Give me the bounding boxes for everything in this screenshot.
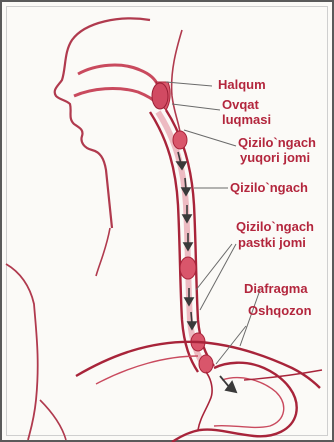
label-halqum: Halqum bbox=[218, 78, 266, 92]
label-upper-sphincter-2: yuqori jomi bbox=[240, 151, 310, 165]
body-side bbox=[96, 228, 110, 276]
bolus-entry bbox=[199, 355, 213, 373]
stomach-inner bbox=[214, 378, 284, 428]
nasal-cavity bbox=[78, 65, 158, 86]
bolus-upper bbox=[173, 131, 187, 149]
food-bolus bbox=[152, 83, 168, 109]
stomach-outline bbox=[172, 363, 297, 442]
label-upper-sphincter-1: Qizilo`ngach bbox=[238, 136, 316, 150]
label-ovqat: Ovqat bbox=[222, 98, 259, 112]
stomach-fold bbox=[198, 372, 212, 430]
label-luqmasi: luqmasi bbox=[222, 113, 271, 127]
diaphragm-inner bbox=[96, 356, 198, 384]
head-outline bbox=[55, 18, 150, 228]
label-diafragma: Diafragma bbox=[244, 282, 308, 296]
neck-outline bbox=[172, 30, 182, 132]
shoulder-outline bbox=[6, 264, 38, 440]
bolus-middle bbox=[180, 257, 196, 279]
label-oshqozon: Oshqozon bbox=[248, 304, 312, 318]
label-lower-sphincter-1: Qizilo`ngach bbox=[236, 220, 314, 234]
mouth-cavity bbox=[74, 89, 158, 104]
label-esophagus: Qizilo`ngach bbox=[230, 181, 308, 195]
label-lower-sphincter-2: pastki jomi bbox=[238, 236, 306, 250]
arm-outline bbox=[40, 400, 66, 440]
